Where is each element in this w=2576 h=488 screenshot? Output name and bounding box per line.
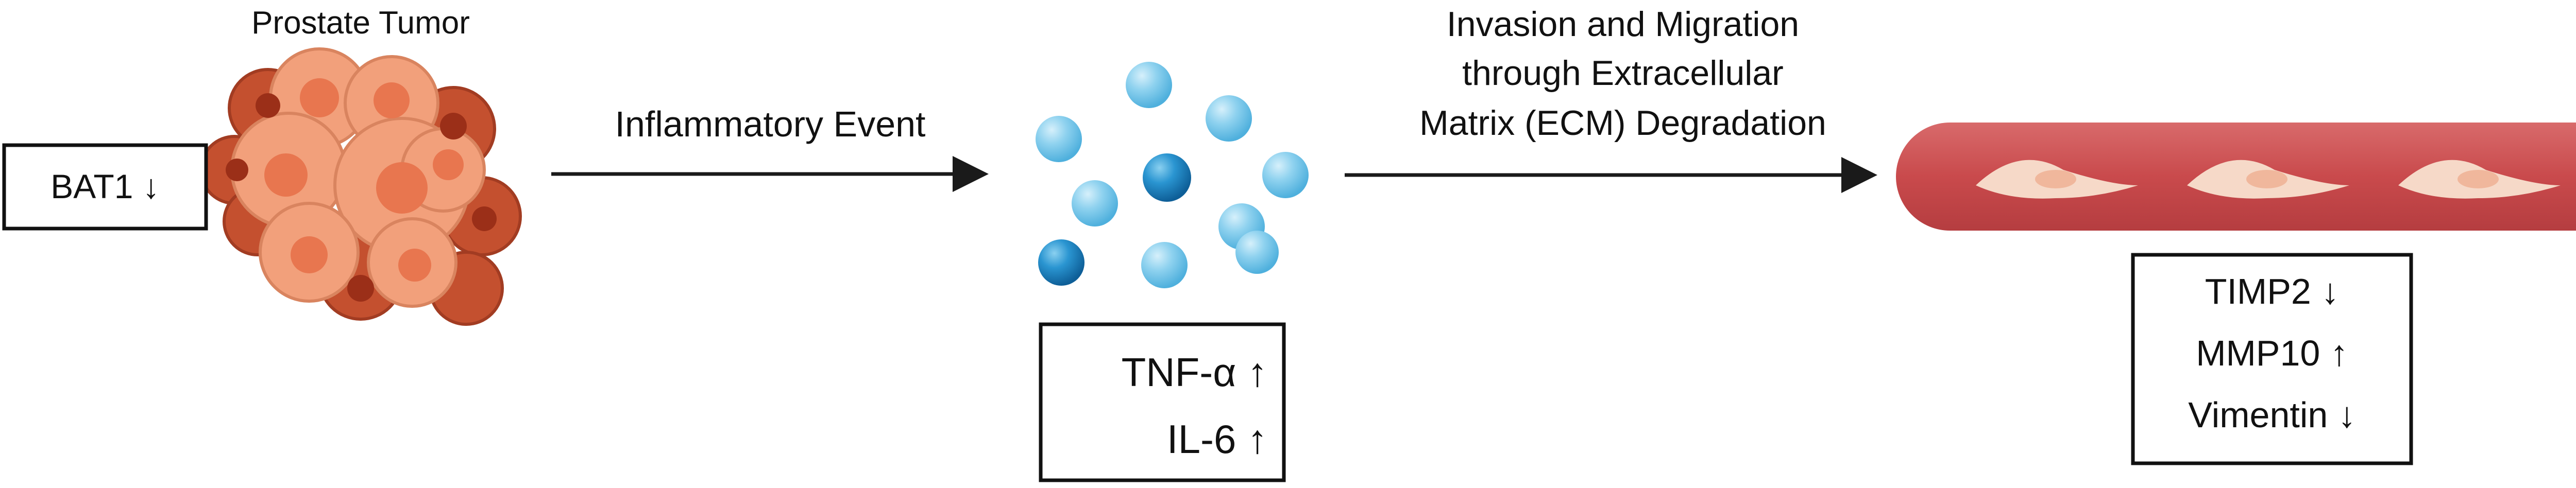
cytokine-particles-icon bbox=[1036, 62, 1309, 288]
tumor-title: Prostate Tumor bbox=[251, 5, 470, 41]
blood-vessel-icon bbox=[1896, 123, 2576, 231]
cytokine-line-2: IL-6 ↑ bbox=[1167, 416, 1267, 462]
invasion-label-line-2: through Extracellular bbox=[1462, 54, 1784, 93]
invasion-label-line-1: Invasion and Migration bbox=[1447, 5, 1799, 44]
bat1-label: BAT1 ↓ bbox=[50, 167, 160, 205]
vessel-line-3: Vimentin ↓ bbox=[2188, 395, 2356, 435]
cytokine-marker-box: TNF-α ↑ IL-6 ↑ bbox=[1039, 322, 1286, 482]
invasion-label-line-3: Matrix (ECM) Degradation bbox=[1419, 103, 1826, 143]
cytokine-line-1: TNF-α ↑ bbox=[1122, 350, 1267, 395]
vessel-marker-box: TIMP2 ↓ MMP10 ↑ Vimentin ↓ bbox=[2131, 253, 2413, 465]
tumor-cluster-icon bbox=[199, 47, 522, 326]
bat1-marker-box: BAT1 ↓ bbox=[2, 143, 208, 231]
vessel-line-1: TIMP2 ↓ bbox=[2205, 271, 2340, 311]
inflammatory-event-label: Inflammatory Event bbox=[615, 104, 926, 144]
vessel-line-2: MMP10 ↑ bbox=[2196, 333, 2348, 373]
